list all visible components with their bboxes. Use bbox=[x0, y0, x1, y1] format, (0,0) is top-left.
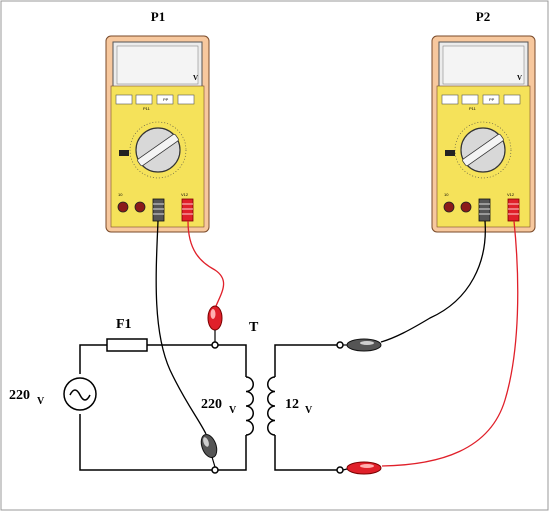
p1-black-lead bbox=[155, 220, 207, 435]
meter-p1-button-1[interactable] bbox=[115, 94, 133, 105]
secondary-circuit bbox=[274, 344, 337, 471]
meter-p1-terminal-caption-right: V12 bbox=[181, 192, 189, 197]
primary-voltage-unit: V bbox=[229, 405, 237, 416]
meter-p2-black-plug bbox=[478, 198, 491, 222]
primary-wire-bottom-left bbox=[79, 414, 212, 471]
p1-red-lead bbox=[187, 220, 225, 307]
transformer-primary-coil bbox=[245, 376, 254, 436]
meter-p2-range-marker bbox=[445, 150, 455, 156]
primary-circuit bbox=[79, 344, 247, 471]
multimeter-p2: P2 V P11 PP 10 V12 bbox=[431, 9, 536, 233]
meter-p2-terminal-com[interactable] bbox=[443, 201, 455, 213]
meter-p2-btn-caption-1: P11 bbox=[469, 106, 477, 111]
secondary-wire-bottom bbox=[274, 435, 337, 471]
primary-terminal-bottom bbox=[211, 466, 219, 474]
primary-voltage-value: 220 bbox=[201, 397, 222, 412]
meter-p1-unit: V bbox=[193, 74, 198, 82]
meter-p2-unit: V bbox=[517, 74, 522, 82]
transformer-secondary-coil bbox=[267, 376, 276, 436]
meter-p1-terminal-caption-left: 10 bbox=[118, 192, 123, 197]
sine-wave-icon bbox=[69, 389, 91, 401]
meter-p1-range-marker bbox=[119, 150, 129, 156]
transformer-label: T bbox=[249, 320, 259, 335]
meter-p1-knob-pointer bbox=[137, 133, 179, 167]
secondary-wire-top bbox=[274, 344, 337, 377]
fuse-f1 bbox=[106, 338, 148, 352]
fuse-label: F1 bbox=[116, 317, 132, 332]
meter-p2-terminal-caption-right: V12 bbox=[507, 192, 515, 197]
meter-p2-knob-pointer bbox=[462, 133, 504, 167]
p1-black-clip bbox=[200, 433, 218, 468]
p2-black-lead bbox=[380, 220, 486, 343]
primary-wire-top-left bbox=[79, 344, 107, 374]
meter-p1-terminal-com[interactable] bbox=[117, 201, 129, 213]
meter-p2-terminal-caption-left: 10 bbox=[444, 192, 449, 197]
p2-red-lead bbox=[381, 220, 519, 467]
meter-p2-btn-caption-2: PP bbox=[489, 97, 495, 102]
source-voltage-unit: V bbox=[37, 396, 45, 407]
meter-p1-label: P1 bbox=[151, 9, 165, 24]
p2-black-clip bbox=[343, 338, 382, 352]
secondary-voltage-value: 12 bbox=[285, 397, 299, 412]
meter-p2-label: P2 bbox=[476, 9, 490, 24]
meter-p2-button-2[interactable] bbox=[461, 94, 479, 105]
primary-wire-bottom-right bbox=[218, 435, 247, 471]
meter-p2-button-4[interactable] bbox=[503, 94, 521, 105]
meter-p1-red-plug bbox=[181, 198, 194, 222]
meter-p2-terminal-a[interactable] bbox=[460, 201, 472, 213]
meter-p1-btn-caption-2: PP bbox=[163, 97, 169, 102]
meter-p1-button-2[interactable] bbox=[135, 94, 153, 105]
source-voltage-value: 220 bbox=[9, 388, 30, 403]
secondary-voltage-unit: V bbox=[305, 405, 313, 416]
primary-terminal-top bbox=[211, 341, 219, 349]
meter-p2-red-plug bbox=[507, 198, 520, 222]
multimeter-p1: P1 V P11 PP 10 V12 bbox=[105, 9, 210, 233]
meter-p1-button-3[interactable] bbox=[156, 94, 174, 105]
meter-p2-button-3[interactable] bbox=[482, 94, 500, 105]
primary-wire-top-right bbox=[218, 344, 247, 377]
secondary-terminal-top bbox=[336, 341, 344, 349]
meter-p1-button-4[interactable] bbox=[177, 94, 195, 105]
secondary-terminal-bottom bbox=[336, 466, 344, 474]
meter-p1-black-plug bbox=[152, 198, 165, 222]
p2-red-clip bbox=[342, 461, 382, 475]
meter-p2-button-1[interactable] bbox=[441, 94, 459, 105]
p1-red-clip bbox=[207, 305, 223, 342]
meter-p1-display bbox=[116, 45, 199, 85]
meter-p1-terminal-a[interactable] bbox=[134, 201, 146, 213]
meter-p1-btn-caption-1: P11 bbox=[143, 106, 151, 111]
meter-p1-scale-ring bbox=[129, 121, 187, 179]
meter-p2-display bbox=[442, 45, 525, 85]
